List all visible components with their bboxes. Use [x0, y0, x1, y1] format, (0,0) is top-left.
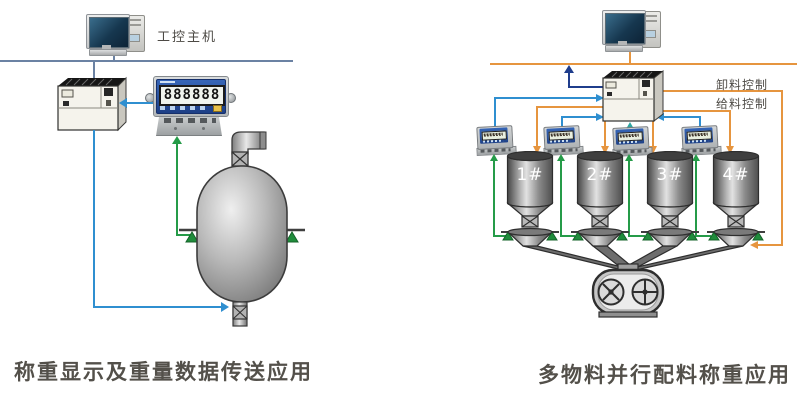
hopper-4-label: 4# — [722, 165, 750, 185]
pc-monitor-icon — [86, 14, 130, 49]
right-network-bus — [490, 63, 797, 65]
arrowhead-up — [564, 65, 574, 73]
indicator1-data-line — [494, 98, 496, 126]
hopper-1-label: 1# — [516, 165, 544, 185]
plc-controller-icon — [602, 70, 664, 123]
hopper-2-label: 2# — [586, 165, 614, 185]
plc-valve-control-line — [93, 130, 95, 308]
arrowhead-left — [750, 241, 758, 249]
loadcell-signal-line — [493, 161, 495, 237]
material-hopper-icon — [712, 151, 760, 228]
loadcell-signal-line — [628, 161, 630, 237]
feed-control-line — [604, 121, 606, 146]
feed-control-line — [655, 110, 730, 112]
loadcell-signal-line — [176, 144, 178, 236]
indicator1-data-line — [494, 97, 596, 99]
arrowhead-up — [692, 154, 700, 161]
feed-control-label: 给料控制 — [716, 97, 769, 111]
indicator-to-plc-line — [127, 102, 153, 104]
weighing-tank-icon — [179, 131, 305, 327]
loadcell-signal-line — [560, 161, 562, 237]
arrowhead-up — [490, 154, 498, 161]
indicator4-data-line — [663, 116, 701, 118]
feed-control-line — [729, 110, 731, 146]
arrowhead-right — [596, 94, 604, 102]
material-hopper-icon — [506, 151, 554, 228]
feed-control-line — [537, 106, 603, 108]
discharge-control-label: 卸料控制 — [716, 78, 769, 92]
pc-monitor-icon — [602, 10, 646, 45]
loadcell-signal-line — [176, 234, 190, 236]
indicator2-data-line — [561, 116, 596, 118]
industrial-pc-icon — [602, 8, 662, 52]
left-caption: 称重显示及重量数据传送应用 — [14, 360, 313, 384]
left-network-bus — [0, 60, 293, 62]
loadcell-signal-line — [628, 235, 645, 237]
hopper-3-label: 3# — [656, 165, 684, 185]
host-label: 工控主机 — [157, 30, 218, 45]
plc-uplink-line — [568, 72, 570, 88]
loadcell-signal-line — [695, 161, 697, 237]
material-hopper-icon — [646, 151, 694, 228]
material-hopper-icon — [576, 151, 624, 228]
arrowhead-up — [625, 154, 633, 161]
discharge-control-line — [781, 90, 783, 246]
discharge-control-line — [758, 244, 783, 246]
arrowhead-left — [656, 113, 664, 121]
indicator-display: 888888 — [159, 85, 225, 106]
industrial-pc-icon — [86, 12, 146, 56]
arrowhead-down — [726, 146, 734, 154]
right-caption: 多物料并行配料称重应用 — [538, 363, 791, 387]
indicator-buttons — [160, 106, 208, 110]
arrowhead-up — [626, 122, 634, 129]
arrowhead-up — [557, 154, 565, 161]
feed-control-line — [536, 106, 538, 146]
arrowhead-down — [533, 146, 541, 154]
arrowhead-left — [119, 98, 127, 108]
arrowhead-right — [596, 113, 604, 121]
indicator2-data-line — [561, 117, 563, 126]
plc-controller-icon — [57, 76, 127, 132]
plc-uplink-line — [568, 86, 603, 88]
indicator-enter-button — [213, 105, 222, 112]
loadcell-signal-line — [695, 235, 711, 237]
plc-valve-control-line — [93, 306, 221, 308]
weigh-funnels-and-mixer-icon — [501, 227, 765, 318]
discharge-control-line — [655, 90, 783, 92]
right-host-drop-line — [629, 49, 631, 64]
loadcell-signal-line — [493, 235, 507, 237]
arrowhead-down — [649, 146, 657, 154]
arrowhead-right — [221, 302, 229, 312]
arrowhead-down — [601, 146, 609, 154]
arrowhead-up — [172, 136, 182, 144]
feed-control-line — [652, 121, 654, 146]
indicator4-data-line — [699, 117, 701, 126]
left-bus-to-plc-line — [93, 62, 95, 86]
loadcell-signal-line — [560, 235, 575, 237]
